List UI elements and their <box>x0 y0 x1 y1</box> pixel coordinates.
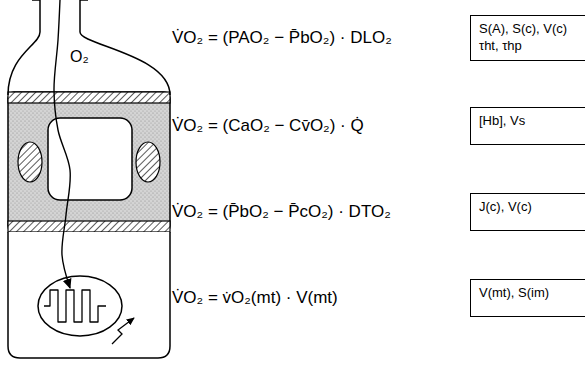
equation: V̇O₂ = v̇O₂(mt) · V(mt) <box>172 288 338 308</box>
tissue-cell <box>8 232 170 358</box>
alveolus-outline <box>8 32 170 95</box>
equation: V̇O₂ = (PAO₂ − P̄bO₂) · DLO₂ <box>172 28 392 48</box>
parameter-list: [Hb], Vs <box>479 113 578 130</box>
parameter-list: J(c), V(c) <box>479 199 578 216</box>
airway-wall <box>80 0 88 32</box>
oxygen-path <box>54 0 70 288</box>
airway-wall <box>32 0 40 32</box>
alveolar-wall <box>8 92 170 103</box>
red-blood-cell <box>48 118 132 200</box>
parameter-box: J(c), V(c) <box>470 193 585 231</box>
parameter-list: S(A), S(c), V(c) τht, τhp <box>479 21 578 55</box>
mitochondrion <box>38 276 122 336</box>
equation: V̇O₂ = (P̄bO₂ − P̄cO₂) · DTO₂ <box>172 202 391 222</box>
capillary <box>8 92 170 232</box>
capillary-wall <box>8 221 170 232</box>
equation: V̇O₂ = (CaO₂ − Cv̄O₂) · Q̇ <box>172 116 364 136</box>
energy-arrow <box>112 318 134 344</box>
parameter-box: S(A), S(c), V(c) τht, τhp <box>470 15 585 61</box>
parameter-list: V(mt), S(im) <box>479 285 578 302</box>
endothelial-nucleus <box>136 142 160 182</box>
gas-label: O₂ <box>70 48 170 66</box>
parameter-box: [Hb], Vs <box>470 107 585 145</box>
parameter-box: V(mt), S(im) <box>470 279 585 317</box>
endothelial-nucleus <box>18 142 42 182</box>
alveolus-wall <box>8 32 170 95</box>
alveolar-space: O₂ <box>8 32 170 95</box>
cristae <box>44 290 106 322</box>
